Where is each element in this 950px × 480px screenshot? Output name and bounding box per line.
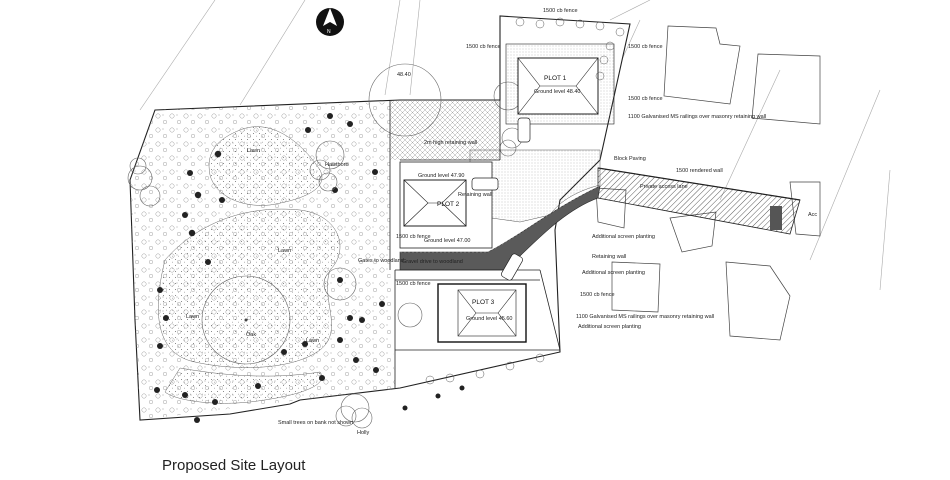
- label-block-paving: Block Paving: [614, 156, 646, 162]
- drawing-title: Proposed Site Layout: [162, 457, 306, 474]
- label-2m-retaining-wall: 2m high retaining wall: [424, 140, 477, 146]
- plot2-ground-level-top: Ground level 47.90: [418, 173, 464, 179]
- label-fence-plot3: 1500 cb fence: [396, 281, 431, 287]
- lawn-area-large: [158, 208, 341, 368]
- label-rendered-wall: 1500 rendered wall: [676, 168, 723, 174]
- label-lawn-2: Lawn: [278, 248, 291, 254]
- label-retaining-wall-plot2: Retaining wall: [458, 192, 492, 198]
- label-oak: Oak: [246, 332, 256, 338]
- oak-tree-canopy: [201, 275, 291, 365]
- label-screen-planting-1: Additional screen planting: [592, 234, 655, 240]
- plot1-ground-level: Ground level 48.40: [534, 89, 580, 95]
- label-lawn-1: Lawn: [247, 148, 260, 154]
- label-fence-right-2: 1500 cb fence: [628, 96, 663, 102]
- north-arrow: N: [316, 8, 344, 36]
- label-fence-left-top: 1500 cb fence: [466, 44, 501, 50]
- private-access-lane: [597, 167, 801, 235]
- lawn-area-lower: [164, 367, 323, 404]
- plot3-ground-level: Ground level 45.60: [466, 316, 512, 322]
- fence-markers: [425, 17, 625, 385]
- block-paving-area: [469, 149, 601, 223]
- label-fence-plot3-right: 1500 cb fence: [580, 292, 615, 298]
- label-lawn-4: Lawn: [306, 338, 319, 344]
- label-holly: Holly: [357, 430, 369, 436]
- plot3-house: [437, 283, 527, 343]
- label-lawn-3: Lawn: [186, 314, 199, 320]
- internal-walls: [389, 100, 561, 388]
- label-level-top: 48.40: [397, 72, 411, 78]
- plot1-name: PLOT 1: [544, 75, 567, 82]
- lane-end-block: [770, 206, 782, 230]
- label-screen-planting-3: Additional screen planting: [578, 324, 641, 330]
- label-railings-bottom: 1100 Galvanised MS railings over masonry…: [576, 314, 714, 320]
- label-gates: Gates to woodland: [358, 258, 404, 264]
- plot1-house: [505, 43, 615, 125]
- cars: [471, 117, 531, 281]
- north-arrow-letter: N: [327, 29, 331, 35]
- label-hawthorn: Hawthorn: [325, 162, 349, 168]
- drawing-labels: 1500 cb fence 1500 cb fence 1500 cb fenc…: [186, 8, 817, 436]
- plot2-house: [399, 161, 493, 249]
- label-gravel-drive: Gravel drive to woodland: [402, 259, 463, 265]
- lawn-area-upper: [208, 126, 323, 206]
- label-access-right: Acc: [808, 212, 817, 218]
- label-screen-planting-2: Additional screen planting: [582, 270, 645, 276]
- plot3-name: PLOT 3: [472, 299, 495, 306]
- plot2-name: PLOT 2: [437, 201, 460, 208]
- plot2-ground-level-bottom: Ground level 47.00: [424, 238, 470, 244]
- label-fence-top: 1500 cb fence: [543, 8, 578, 14]
- label-fence-plot2: 1500 cb fence: [396, 234, 431, 240]
- label-private-access: Private access lane: [640, 184, 688, 190]
- label-retaining-wall-right: Retaining wall: [592, 254, 626, 260]
- boundary-trees: [154, 113, 465, 423]
- label-small-trees: Small trees on bank not shown: [278, 420, 353, 426]
- label-railings-top: 1100 Galvanised MS railings over masonry…: [628, 114, 766, 120]
- label-fence-right-1: 1500 cb fence: [628, 44, 663, 50]
